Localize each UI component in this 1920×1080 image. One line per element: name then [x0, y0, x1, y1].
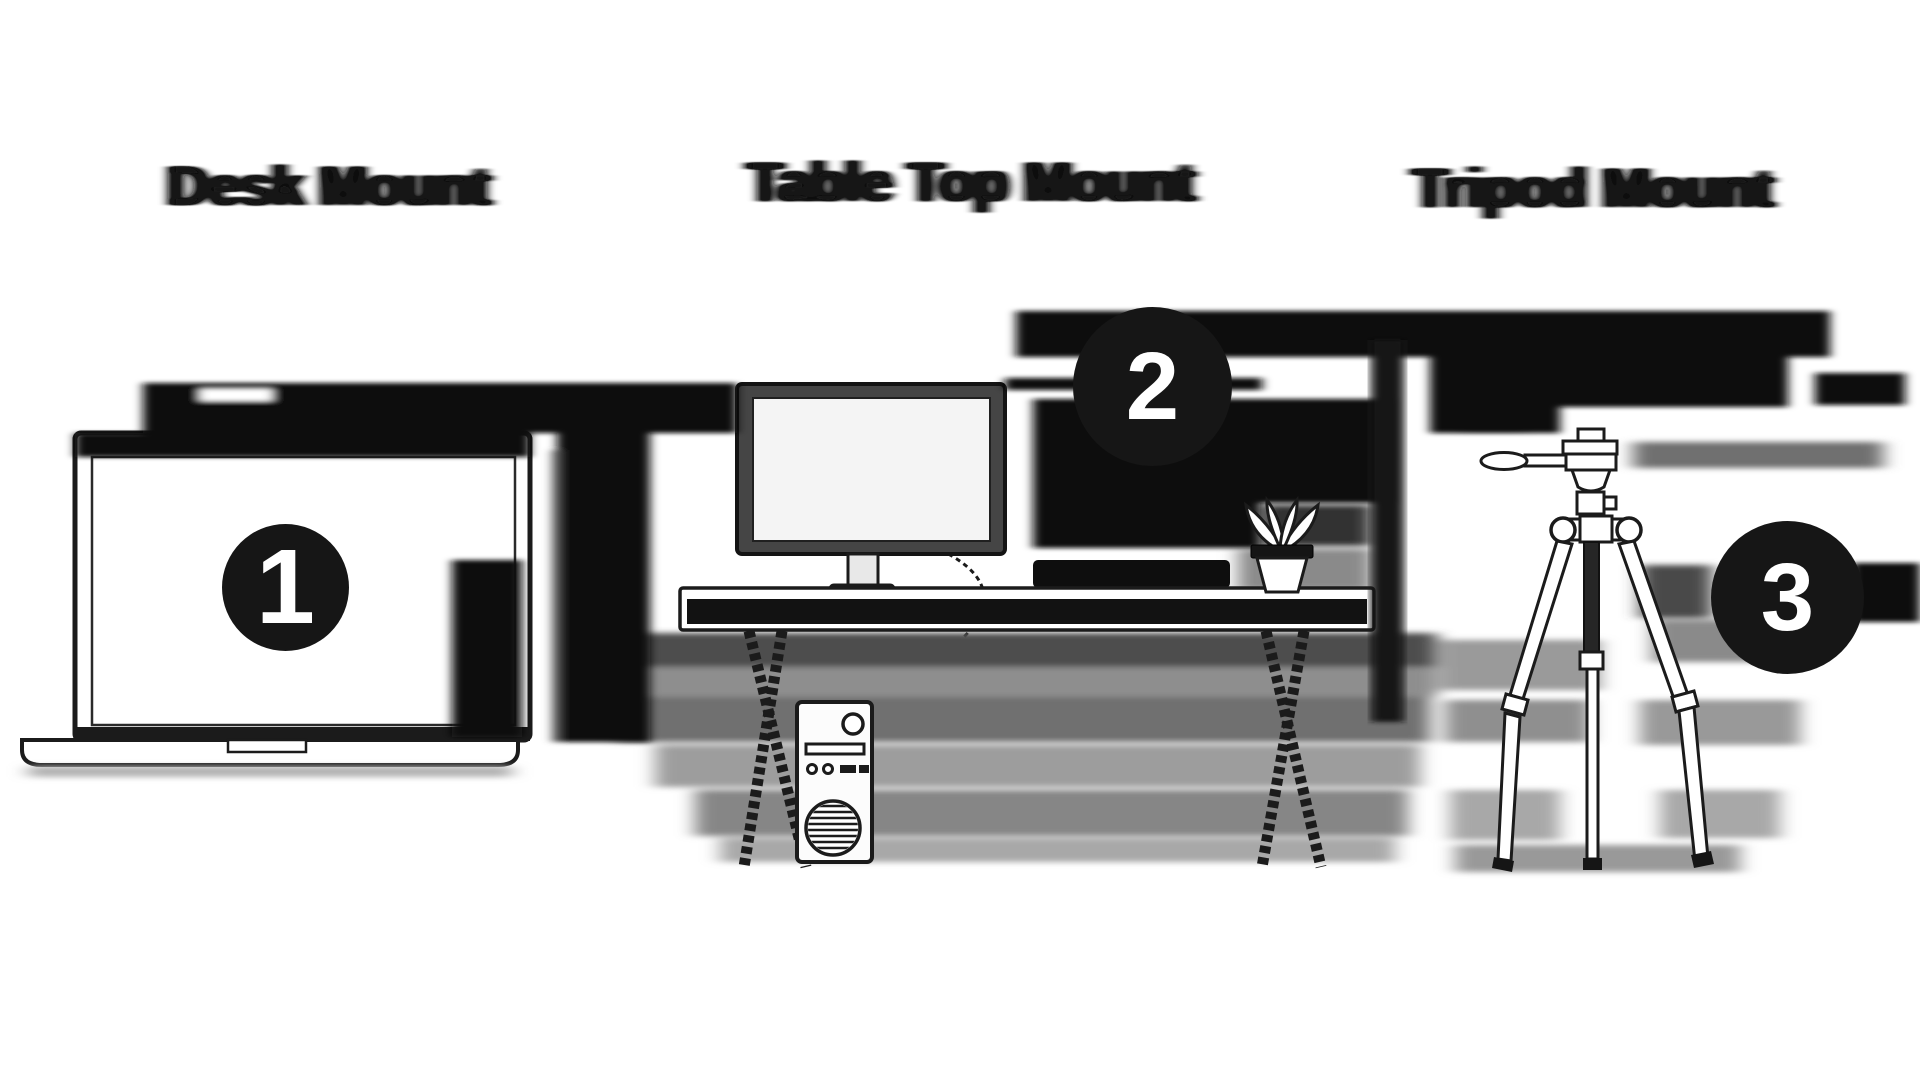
- tripod-center-leg: [1585, 667, 1600, 861]
- step-badge-3: 3: [1711, 521, 1864, 674]
- desk-top-slab: [687, 599, 1367, 624]
- tripod-center-column: [1583, 541, 1600, 661]
- step-badge-1: 1: [222, 524, 349, 651]
- laptop-base-notch: [226, 738, 308, 754]
- tripod-handle-bar: [1523, 453, 1569, 468]
- desk-illustration: [678, 560, 1376, 869]
- tripod-illustration: [1479, 427, 1714, 872]
- section-label-table-top-mount: Table Top Mount: [748, 150, 1196, 213]
- pc-power-button: [841, 712, 865, 736]
- tripod-column-knob: [1602, 495, 1618, 511]
- gray-smear-bands: [28, 407, 1883, 872]
- tripod-head-body: [1564, 452, 1618, 472]
- plant-pot-rim: [1250, 544, 1314, 559]
- plant-leaves: [1244, 495, 1320, 556]
- tripod-head-plate: [1561, 439, 1619, 456]
- monitor-neck: [846, 552, 880, 588]
- desk-edge-smear: [1371, 340, 1404, 722]
- tabletop-webcam-smear: [1033, 560, 1230, 588]
- plant-illustration: [1244, 495, 1320, 594]
- pc-tower: [795, 700, 874, 864]
- monitor-screen: [752, 397, 991, 542]
- webcam-clip-slot: [200, 389, 272, 401]
- tripod-handle-grip: [1479, 451, 1529, 471]
- step-badge-2: 2: [1073, 307, 1232, 466]
- monitor-illustration: [735, 382, 1007, 703]
- tripod-column-block: [1575, 490, 1606, 516]
- section-label-tripod-mount: Tripod Mount: [1413, 156, 1774, 219]
- tripod-quick-plate: [1576, 427, 1606, 443]
- tripod-head-dome: [1569, 468, 1613, 493]
- plant-pot: [1255, 556, 1309, 594]
- section-label-desk-mount: Desk Mount: [168, 154, 491, 217]
- pc-drive-slot: [804, 742, 866, 756]
- laptop-hinge: [75, 727, 530, 741]
